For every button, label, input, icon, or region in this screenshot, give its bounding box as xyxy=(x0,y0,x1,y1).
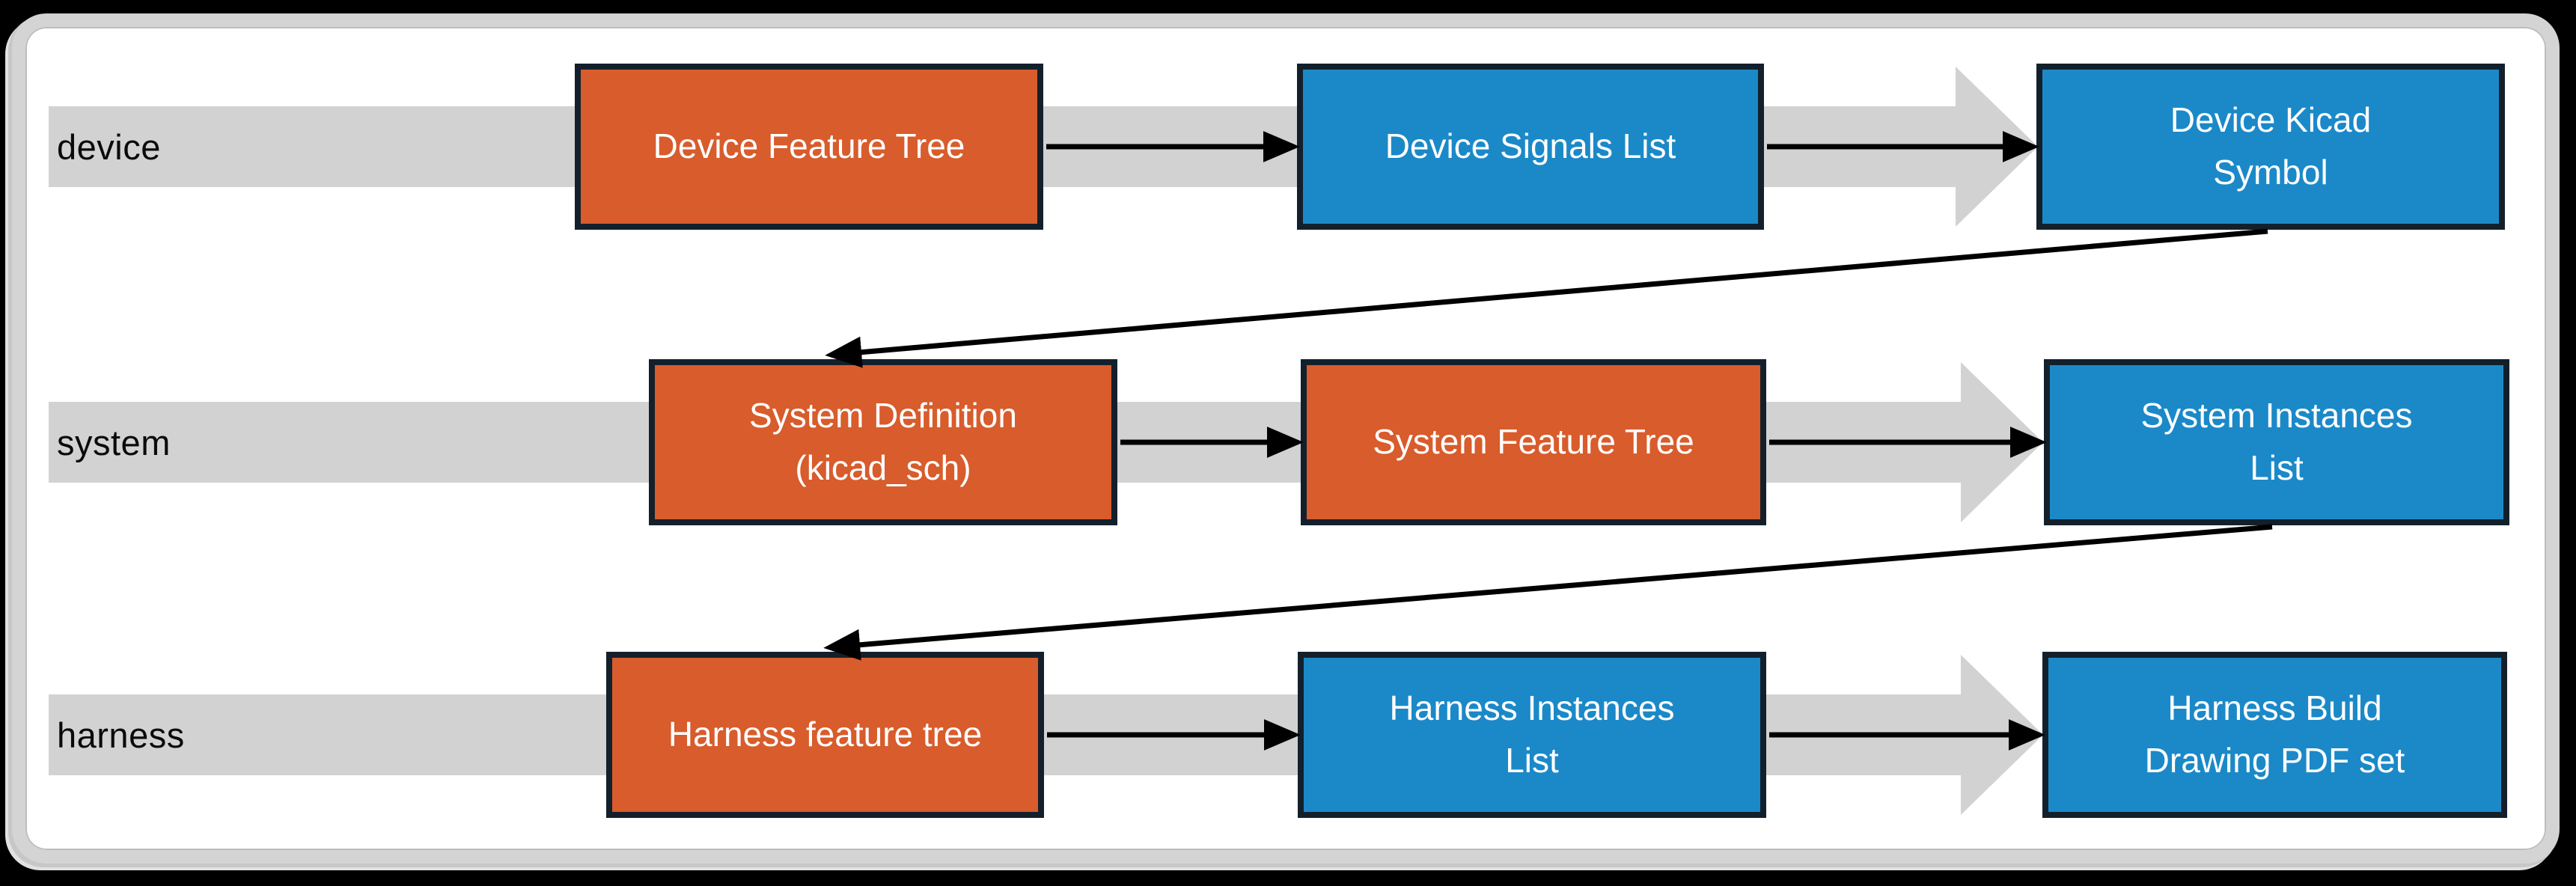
box-label-line: Drawing PDF set xyxy=(2144,741,2405,780)
box-label-line: Device Kicad xyxy=(2170,100,2372,140)
box-label-line: Harness feature tree xyxy=(668,715,983,754)
box-harness-instances-list: Harness Instances List xyxy=(1298,652,1766,818)
box-label-line: Harness Instances xyxy=(1389,688,1675,728)
box-system-instances-list: System Instances List xyxy=(2044,359,2509,525)
box-label-line: System Definition xyxy=(749,396,1017,436)
lane-label-system: system xyxy=(57,422,171,462)
lane-label-device: device xyxy=(57,126,161,167)
lane-label-harness: harness xyxy=(57,715,185,755)
box-label-line: Device Signals List xyxy=(1385,126,1676,166)
box-label-line: List xyxy=(1505,741,1559,780)
box-label-line: Harness Build xyxy=(2167,688,2382,728)
box-label-line: Symbol xyxy=(2213,153,2328,192)
box-device-feature-tree: Device Feature Tree xyxy=(575,64,1043,230)
box-system-feature-tree: System Feature Tree xyxy=(1301,359,1766,525)
box-harness-build-drawing-pdf-set: Harness Build Drawing PDF set xyxy=(2042,652,2507,818)
box-label-line: Device Feature Tree xyxy=(653,126,965,166)
box-device-kicad-symbol: Device Kicad Symbol xyxy=(2036,64,2505,230)
box-label-line: System Feature Tree xyxy=(1373,422,1694,462)
box-harness-feature-tree: Harness feature tree xyxy=(606,652,1044,818)
box-label-line: System Instances xyxy=(2140,396,2413,436)
box-label-line: List xyxy=(2250,448,2304,487)
box-label-line: (kicad_sch) xyxy=(795,448,971,487)
box-system-definition: System Definition (kicad_sch) xyxy=(649,359,1117,525)
box-device-signals-list: Device Signals List xyxy=(1297,64,1764,230)
